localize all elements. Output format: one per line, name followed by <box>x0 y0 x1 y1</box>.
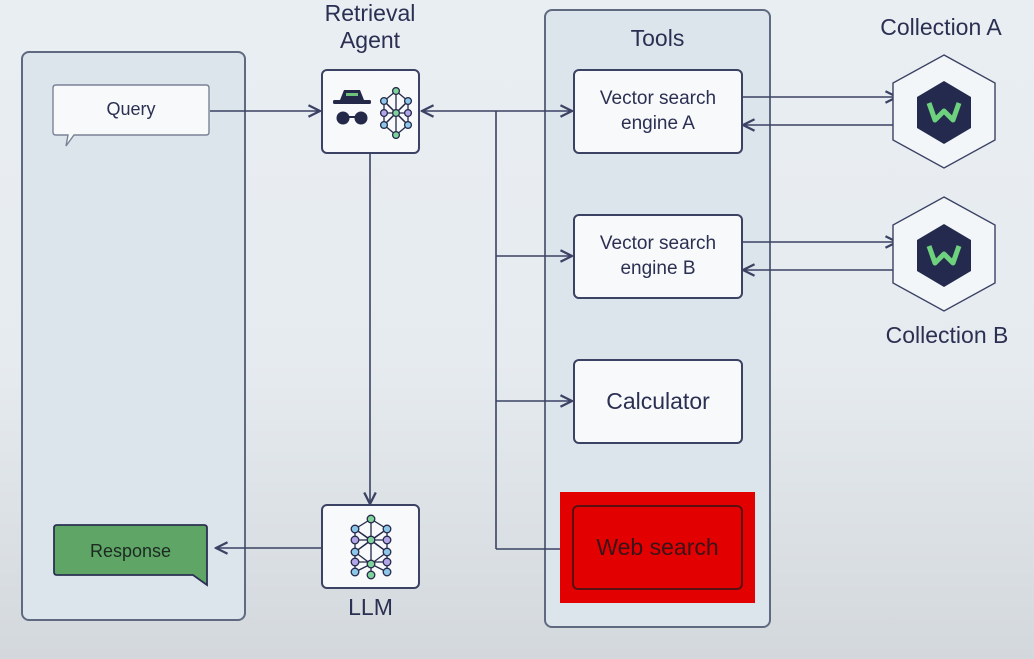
response-label: Response <box>89 541 172 561</box>
vector-search-engine-b: Vector search engine B <box>573 214 743 299</box>
neural-network-icon <box>379 87 413 139</box>
web-search-label: Web search <box>596 533 719 560</box>
query-label: Query <box>106 99 156 119</box>
vector-search-engine-a-label: Vector search engine A <box>599 87 717 134</box>
llm-node <box>321 504 420 589</box>
calculator-tool: Calculator <box>573 359 743 444</box>
calculator-label: Calculator <box>606 387 710 414</box>
vector-search-engine-b-label: Vector search engine B <box>599 232 717 279</box>
tools-title: Tools <box>630 25 685 51</box>
collection-b-label: Collection B <box>885 322 1009 348</box>
agent-label: Retrieval Agent <box>324 0 416 53</box>
collection-a-label: Collection A <box>880 14 1002 40</box>
web-search-tool: Web search <box>572 505 743 590</box>
neural-network-icon <box>350 514 391 579</box>
llm-label: LLM <box>348 594 393 620</box>
vector-search-engine-a: Vector search engine A <box>573 69 743 154</box>
retrieval-agent-node <box>321 69 420 154</box>
spy-icon <box>333 90 371 125</box>
